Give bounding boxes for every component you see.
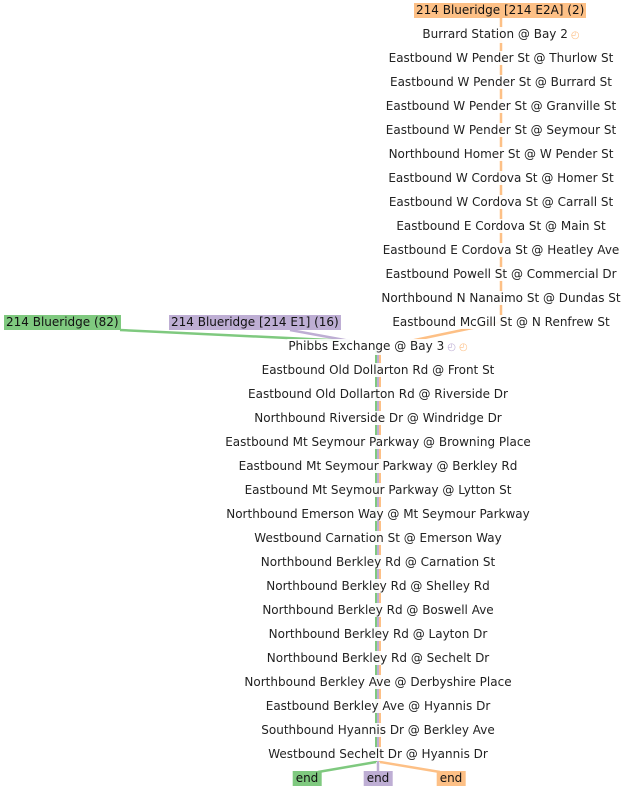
- stop-label: Eastbound E Cordova St @ Main St: [395, 219, 607, 233]
- stop-label: Eastbound W Pender St @ Thurlow St: [387, 51, 615, 65]
- stop-name: Eastbound W Cordova St @ Homer St: [388, 171, 614, 185]
- stop-label: Westbound Carnation St @ Emerson Way: [253, 531, 503, 545]
- stop-label: Northbound Homer St @ W Pender St: [387, 147, 615, 161]
- stop-name: Eastbound E Cordova St @ Heatley Ave: [382, 243, 620, 257]
- end-label-green: end: [292, 771, 322, 786]
- end-text: end: [295, 771, 319, 785]
- stop-label: Westbound Sechelt Dr @ Hyannis Dr: [267, 747, 489, 761]
- stop-name: Eastbound Mt Seymour Parkway @ Berkley R…: [238, 459, 518, 473]
- route-label-text: 214 Blueridge [214 E1] (16): [171, 315, 339, 329]
- stop-label: Northbound Berkley Rd @ Sechelt Dr: [265, 651, 491, 665]
- stop-label: Eastbound Mt Seymour Parkway @ Berkley R…: [237, 459, 519, 473]
- stop-label: Eastbound W Pender St @ Granville St: [384, 99, 618, 113]
- stop-name: Burrard Station @ Bay 2: [422, 27, 568, 41]
- stop-name: Eastbound Mt Seymour Parkway @ Lytton St: [244, 483, 512, 497]
- stop-label: Northbound Berkley Rd @ Shelley Rd: [265, 579, 491, 593]
- stop-name: Northbound Emerson Way @ Mt Seymour Park…: [226, 507, 530, 521]
- stop-name: Eastbound W Pender St @ Thurlow St: [388, 51, 614, 65]
- stop-name: Northbound Berkley Rd @ Shelley Rd: [266, 579, 490, 593]
- route-label-214-e2a: 214 Blueridge [214 E2A] (2): [414, 3, 587, 18]
- clock-icon: ◴: [570, 30, 580, 41]
- stop-label: Phibbs Exchange @ Bay 3◴◴: [287, 339, 469, 355]
- stop-label: Northbound Berkley Rd @ Carnation St: [259, 555, 497, 569]
- stop-label: Eastbound E Cordova St @ Heatley Ave: [381, 243, 621, 257]
- route-label-214-e1: 214 Blueridge [214 E1] (16): [169, 315, 341, 330]
- stop-label: Eastbound McGill St @ N Renfrew St: [391, 315, 611, 329]
- stop-label: Northbound Berkley Ave @ Derbyshire Plac…: [243, 675, 513, 689]
- stop-name: Eastbound W Pender St @ Seymour St: [385, 123, 617, 137]
- stop-label: Eastbound Old Dollarton Rd @ Front St: [260, 363, 496, 377]
- stop-name: Eastbound W Pender St @ Granville St: [385, 99, 617, 113]
- stop-name: Eastbound Berkley Ave @ Hyannis Dr: [265, 699, 491, 713]
- end-text: end: [439, 771, 463, 785]
- stop-label: Eastbound Berkley Ave @ Hyannis Dr: [264, 699, 492, 713]
- clock-icon: ◴: [447, 342, 456, 353]
- stop-name: Westbound Carnation St @ Emerson Way: [254, 531, 502, 545]
- stop-name: Northbound Berkley Ave @ Derbyshire Plac…: [244, 675, 512, 689]
- stop-name: Northbound Riverside Dr @ Windridge Dr: [254, 411, 502, 425]
- stop-name: Northbound Berkley Rd @ Sechelt Dr: [266, 651, 490, 665]
- stop-label: Eastbound W Pender St @ Seymour St: [384, 123, 618, 137]
- stop-name: Northbound N Nanaimo St @ Dundas St: [381, 291, 621, 305]
- stop-name: Phibbs Exchange @ Bay 3: [288, 339, 445, 353]
- stop-label: Eastbound W Cordova St @ Homer St: [387, 171, 615, 185]
- stop-name: Northbound Berkley Rd @ Carnation St: [260, 555, 496, 569]
- route-label-214-main: 214 Blueridge (82): [4, 315, 121, 330]
- route-line-green: [317, 760, 377, 774]
- stop-label: Eastbound Powell St @ Commercial Dr: [384, 267, 618, 281]
- stop-label: Eastbound Old Dollarton Rd @ Riverside D…: [247, 387, 509, 401]
- stop-label: Southbound Hyannis Dr @ Berkley Ave: [260, 723, 496, 737]
- stop-name: Westbound Sechelt Dr @ Hyannis Dr: [268, 747, 488, 761]
- stop-label: Northbound Emerson Way @ Mt Seymour Park…: [225, 507, 531, 521]
- clock-icon: ◴: [458, 342, 468, 353]
- stop-label: Eastbound W Pender St @ Burrard St: [389, 75, 613, 89]
- stop-name: Eastbound McGill St @ N Renfrew St: [392, 315, 610, 329]
- stop-name: Eastbound Mt Seymour Parkway @ Browning …: [225, 435, 531, 449]
- stop-name: Northbound Homer St @ W Pender St: [388, 147, 614, 161]
- end-label-purple: end: [363, 771, 393, 786]
- stop-name: Eastbound W Cordova St @ Carrall St: [388, 195, 614, 209]
- stop-label: Eastbound Mt Seymour Parkway @ Browning …: [224, 435, 532, 449]
- stop-label: Northbound Berkley Rd @ Boswell Ave: [261, 603, 495, 617]
- stop-name: Eastbound Powell St @ Commercial Dr: [385, 267, 617, 281]
- route-line-orange: [379, 760, 441, 774]
- route-label-text: 214 Blueridge (82): [6, 315, 119, 329]
- stop-name: Eastbound Old Dollarton Rd @ Front St: [261, 363, 495, 377]
- end-text: end: [366, 771, 390, 785]
- stop-label: Burrard Station @ Bay 2◴: [421, 27, 581, 43]
- route-label-text: 214 Blueridge [214 E2A] (2): [416, 3, 585, 17]
- stop-label: Northbound Riverside Dr @ Windridge Dr: [253, 411, 503, 425]
- stop-label: Northbound Berkley Rd @ Layton Dr: [267, 627, 489, 641]
- stop-label: Eastbound Mt Seymour Parkway @ Lytton St: [243, 483, 513, 497]
- stop-name: Northbound Berkley Rd @ Layton Dr: [268, 627, 488, 641]
- stop-name: Eastbound E Cordova St @ Main St: [396, 219, 606, 233]
- stop-label: Eastbound W Cordova St @ Carrall St: [387, 195, 615, 209]
- stop-name: Eastbound W Pender St @ Burrard St: [390, 75, 612, 89]
- end-label-orange: end: [436, 771, 466, 786]
- stop-name: Northbound Berkley Rd @ Boswell Ave: [262, 603, 494, 617]
- stop-name: Southbound Hyannis Dr @ Berkley Ave: [261, 723, 495, 737]
- stop-label: Northbound N Nanaimo St @ Dundas St: [380, 291, 622, 305]
- stop-name: Eastbound Old Dollarton Rd @ Riverside D…: [248, 387, 508, 401]
